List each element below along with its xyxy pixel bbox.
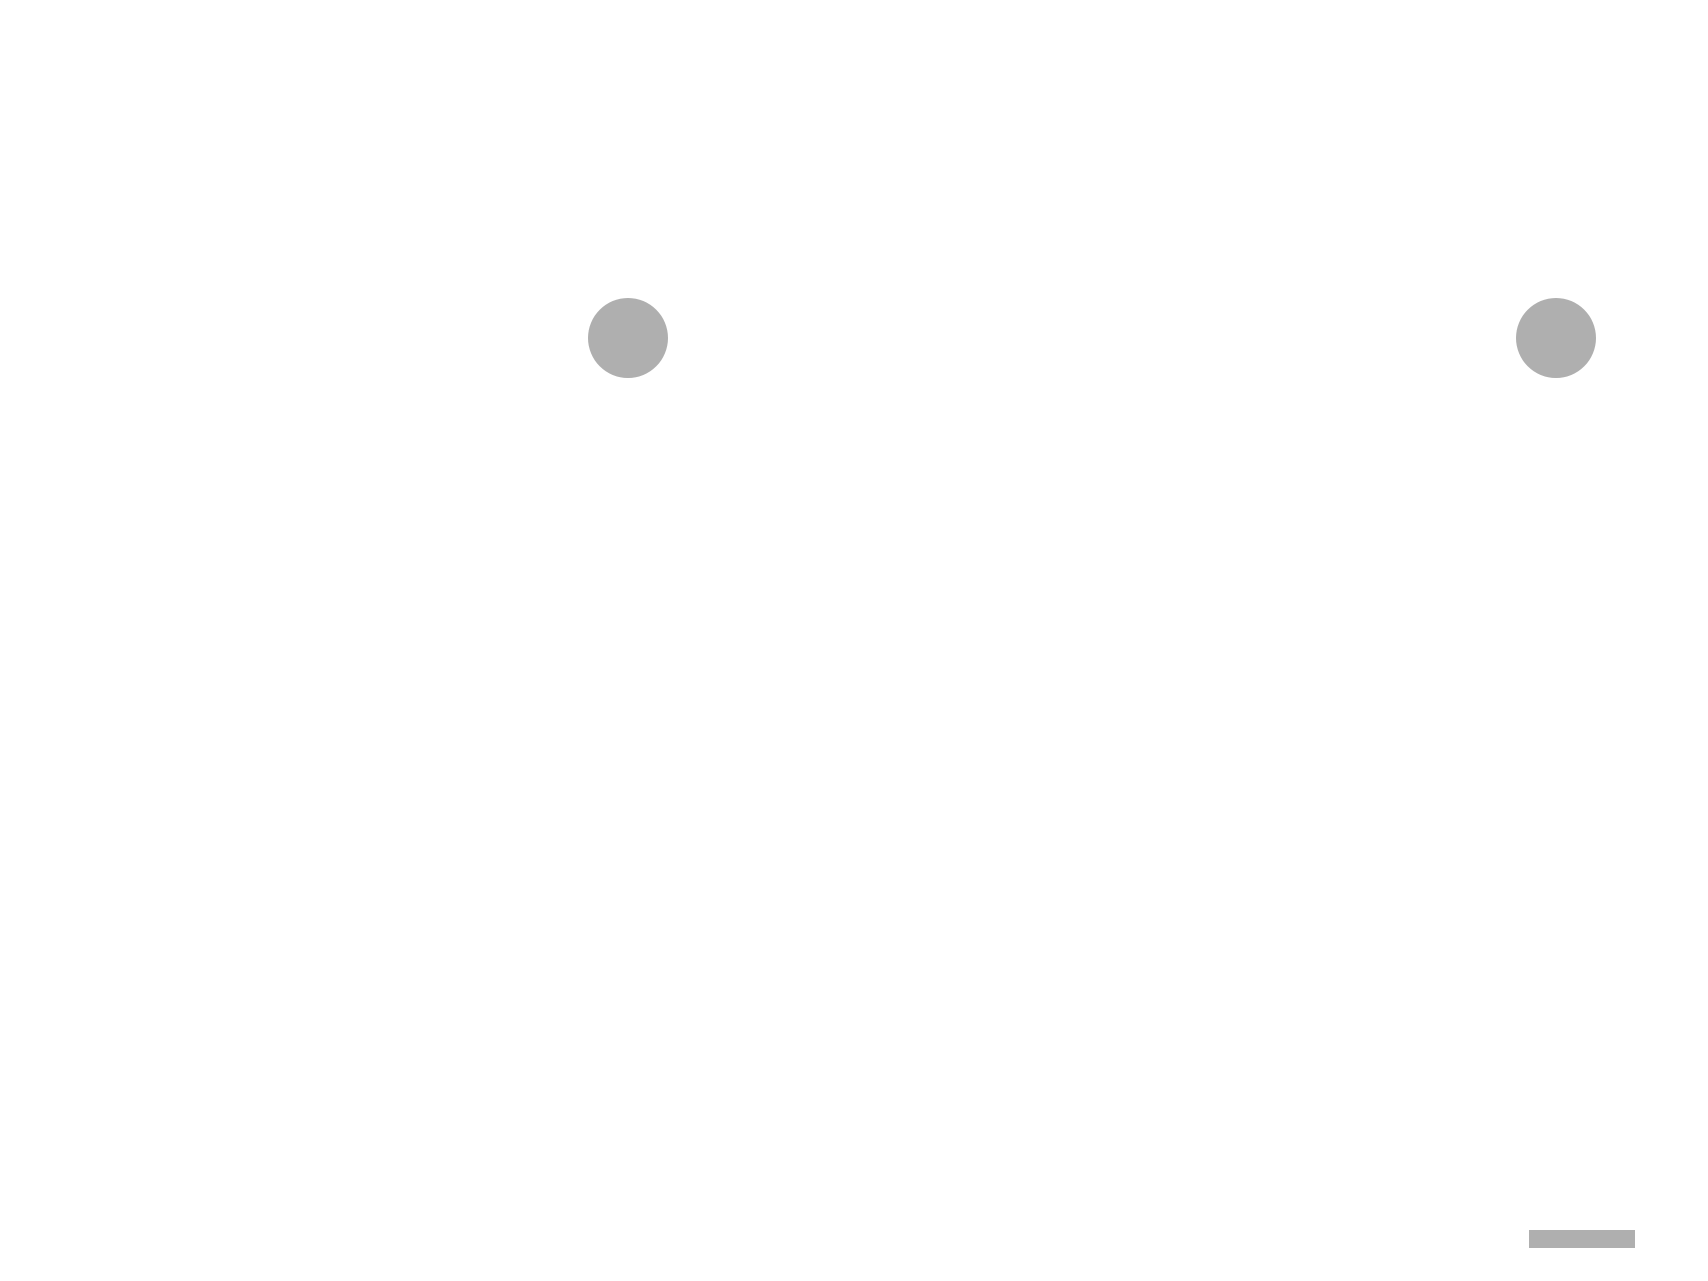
left-gray-dot: [588, 298, 668, 378]
right-gray-dot: [1516, 298, 1596, 378]
bottom-right-gray-bar: [1529, 1230, 1635, 1248]
